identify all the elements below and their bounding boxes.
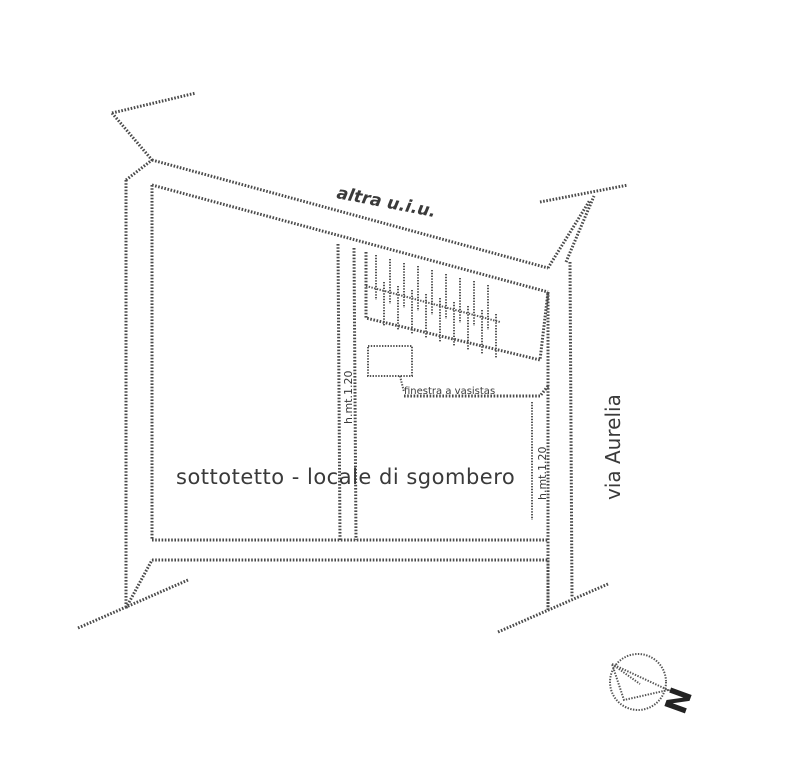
window-band	[404, 385, 550, 398]
street-label: via Aurelia	[601, 394, 625, 500]
wall-stub-bottom-left	[77, 559, 189, 630]
room-label: sottotetto - locale di sgombero	[176, 465, 515, 489]
wall-stub-bottom-right	[497, 560, 609, 634]
north-arrow-icon: N	[609, 653, 700, 719]
partition-wall	[336, 243, 358, 541]
staircase-treads	[365, 255, 501, 358]
wall-right	[546, 261, 574, 610]
skylight-box	[367, 345, 413, 377]
window-label: finestra a vasistas	[404, 386, 495, 397]
north-label: N	[659, 683, 700, 719]
dimension-label-right: h.mt.1.20	[536, 447, 549, 501]
staircase-outline	[364, 252, 550, 362]
wall-top-diagonal	[151, 158, 549, 294]
wall-stub-top-left	[110, 91, 197, 182]
wall-left	[124, 180, 154, 608]
wall-bottom	[152, 538, 548, 562]
dimension-label-left: h.mt.1.20	[342, 371, 355, 425]
wall-stub-top-right	[539, 183, 629, 269]
neighbor-unit-label: altra u.i.u.	[335, 183, 438, 222]
